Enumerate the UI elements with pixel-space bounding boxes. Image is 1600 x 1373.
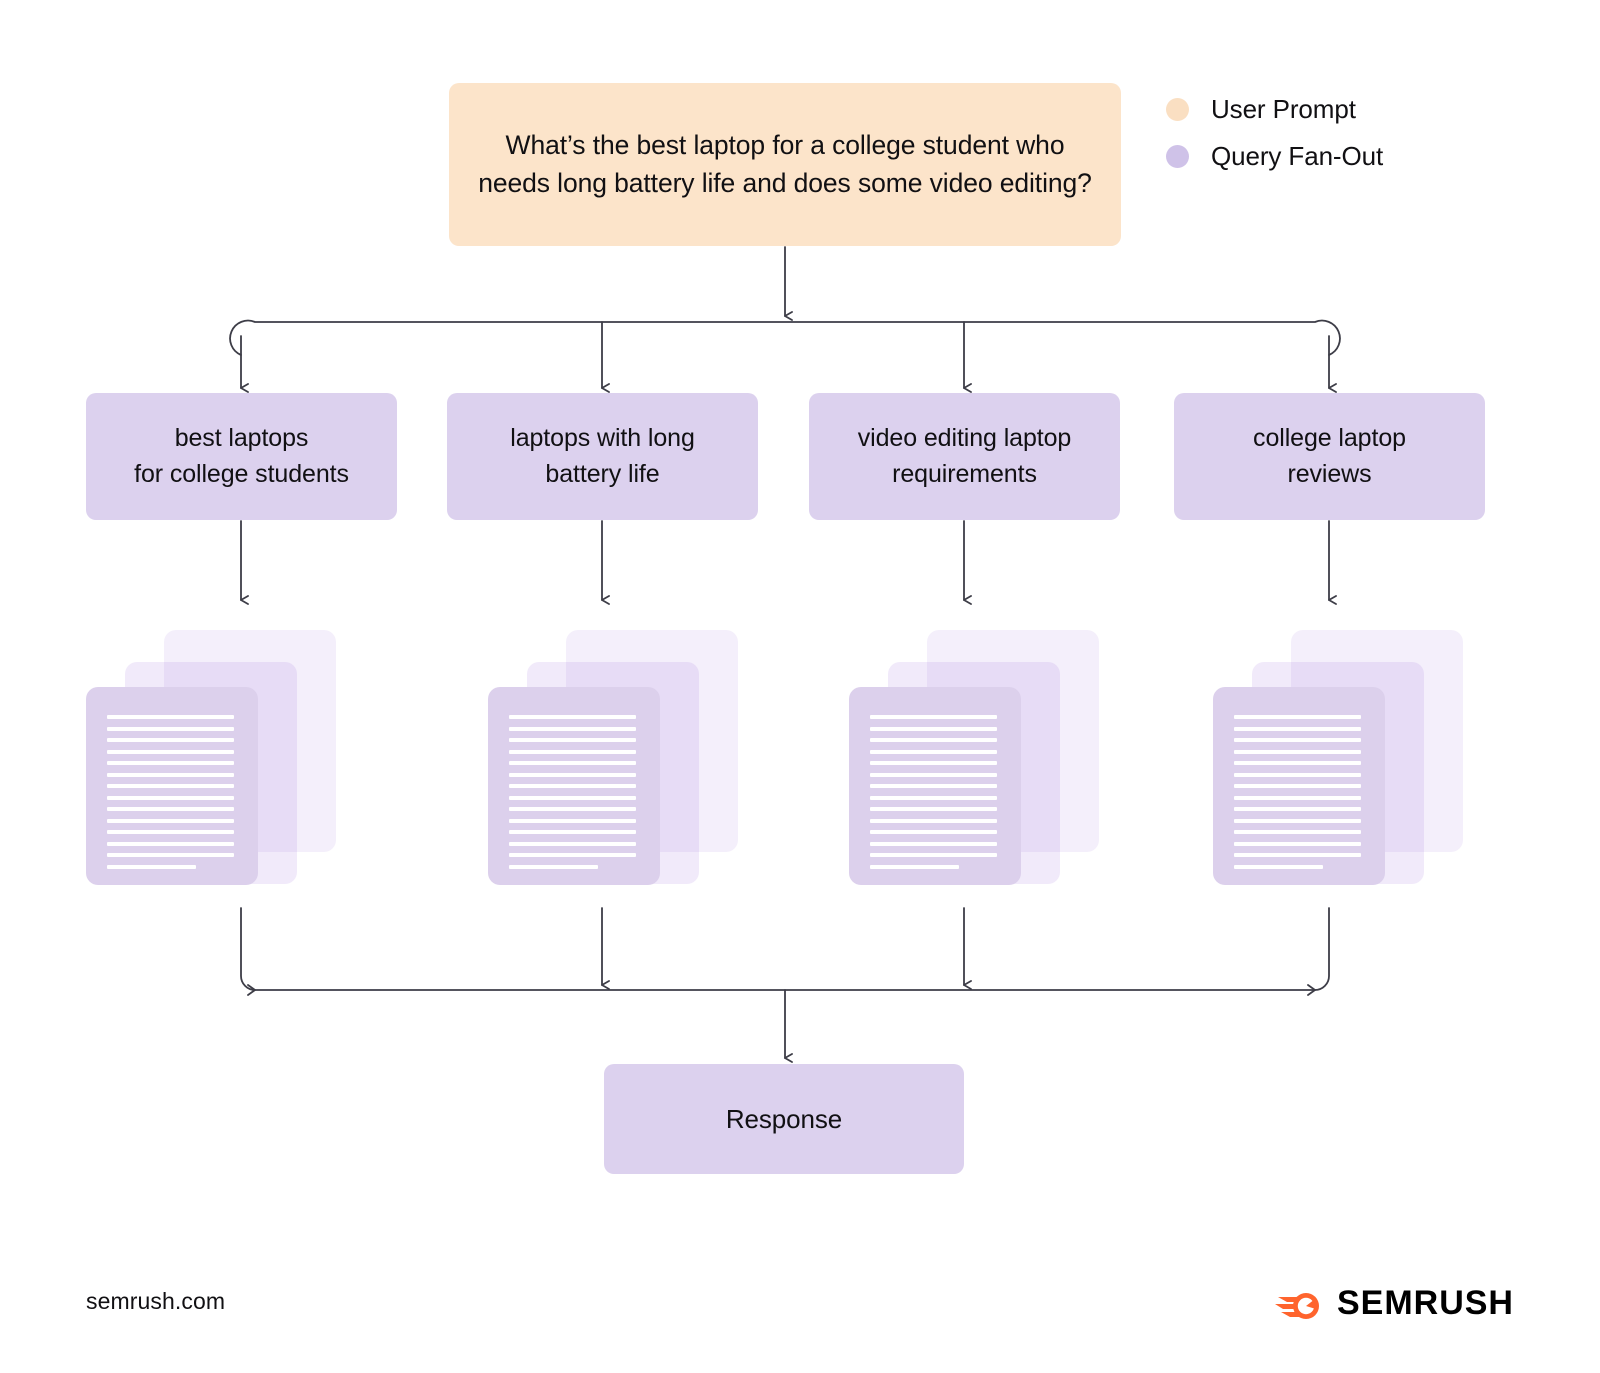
semrush-brand: SEMRUSH — [1274, 1283, 1514, 1323]
footer-url: semrush.com — [86, 1288, 226, 1314]
legend-label: User Prompt — [1211, 94, 1356, 124]
document-text-line — [870, 715, 997, 719]
user-prompt-box: What’s the best laptop for a college stu… — [449, 83, 1121, 246]
document-text-line — [870, 784, 997, 788]
legend-dot-icon — [1166, 98, 1189, 121]
document-text-line — [1234, 818, 1361, 823]
document-text-line — [870, 818, 997, 823]
document-stack-3 — [849, 630, 1099, 885]
document-text-line — [509, 864, 598, 869]
document-sheet-front-icon — [86, 687, 258, 885]
document-text-line — [870, 726, 997, 731]
document-text-line — [870, 853, 997, 857]
semrush-wordmark: SEMRUSH — [1336, 1283, 1514, 1322]
document-text-line — [870, 864, 959, 869]
document-text-line — [509, 761, 636, 765]
document-text-line — [509, 772, 636, 777]
semrush-comet-icon — [1274, 1293, 1319, 1319]
document-text-line — [509, 784, 636, 788]
document-text-lines — [509, 715, 636, 876]
document-text-line — [509, 841, 636, 846]
document-text-line — [1234, 795, 1361, 800]
document-text-line — [107, 830, 234, 834]
document-text-line — [107, 784, 234, 788]
document-text-line — [107, 715, 234, 719]
document-text-lines — [107, 715, 234, 876]
document-text-line — [509, 738, 636, 742]
document-sheet-front-icon — [1213, 687, 1385, 885]
document-stack-4 — [1213, 630, 1463, 885]
document-text-lines — [1234, 715, 1361, 876]
document-text-line — [107, 818, 234, 823]
document-text-line — [1234, 853, 1361, 857]
document-text-line — [509, 726, 636, 731]
document-text-line — [509, 795, 636, 800]
document-text-line — [107, 841, 234, 846]
document-text-line — [870, 761, 997, 765]
document-text-line — [1234, 830, 1361, 834]
document-stack-1 — [86, 630, 336, 885]
document-text-line — [870, 830, 997, 834]
document-text-line — [870, 795, 997, 800]
document-sheet-front-icon — [849, 687, 1021, 885]
document-text-line — [509, 853, 636, 857]
document-text-lines — [870, 715, 997, 876]
document-text-line — [107, 761, 234, 765]
document-text-line — [509, 715, 636, 719]
document-text-line — [870, 772, 997, 777]
document-text-line — [107, 807, 234, 811]
document-text-line — [1234, 749, 1361, 754]
user-prompt-text: What’s the best laptop for a college stu… — [478, 129, 1092, 198]
document-text-line — [1234, 726, 1361, 731]
document-text-line — [1234, 841, 1361, 846]
legend-item-user-prompt: User Prompt — [1166, 86, 1383, 133]
document-text-line — [1234, 761, 1361, 765]
document-text-line — [1234, 738, 1361, 742]
response-box: Response — [604, 1064, 964, 1174]
document-sheet-front-icon — [488, 687, 660, 885]
document-text-line — [1234, 784, 1361, 788]
document-text-line — [870, 807, 997, 811]
document-text-line — [509, 749, 636, 754]
document-text-line — [509, 830, 636, 834]
legend: User Prompt Query Fan-Out — [1166, 86, 1383, 180]
document-text-line — [870, 738, 997, 742]
document-text-line — [1234, 807, 1361, 811]
document-text-line — [870, 749, 997, 754]
document-text-line — [509, 818, 636, 823]
legend-dot-icon — [1166, 145, 1189, 168]
document-text-line — [107, 738, 234, 742]
document-text-line — [107, 772, 234, 777]
document-text-line — [509, 807, 636, 811]
document-text-line — [870, 841, 997, 846]
document-stack-2 — [488, 630, 738, 885]
document-text-line — [107, 795, 234, 800]
document-text-line — [1234, 715, 1361, 719]
legend-item-query-fan-out: Query Fan-Out — [1166, 133, 1383, 180]
response-label: Response — [725, 1103, 843, 1134]
document-text-line — [107, 853, 234, 857]
document-text-line — [107, 864, 196, 869]
document-text-line — [107, 726, 234, 731]
legend-label: Query Fan-Out — [1211, 141, 1384, 171]
document-text-line — [1234, 772, 1361, 777]
document-text-line — [1234, 864, 1323, 869]
document-text-line — [107, 749, 234, 754]
